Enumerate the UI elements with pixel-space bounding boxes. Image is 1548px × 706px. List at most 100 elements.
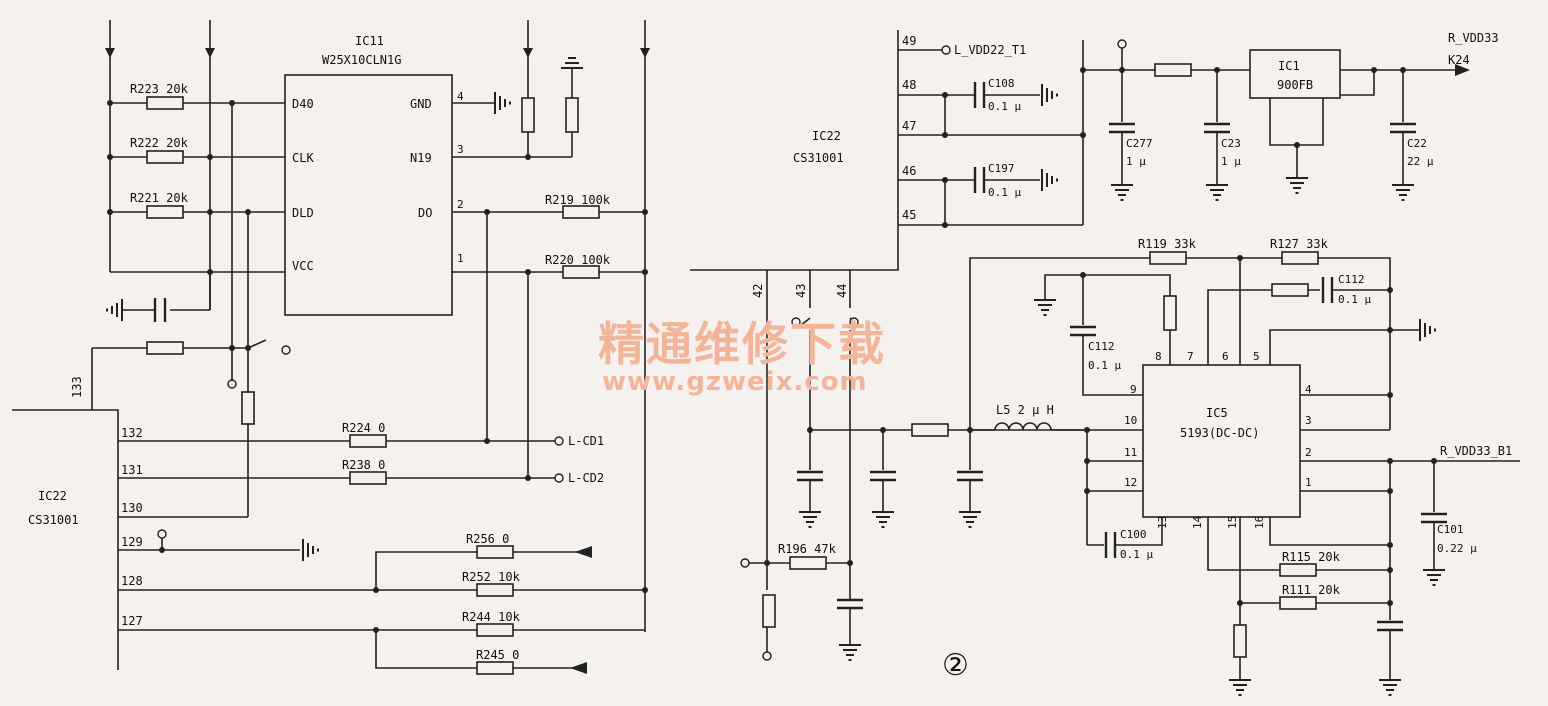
r245-label: R245 0: [476, 648, 519, 662]
net-r-vdd33: R_VDD33: [1448, 31, 1499, 45]
pin-130: 130: [121, 501, 143, 515]
resistor-r219: [562, 205, 600, 219]
c112b-name: C112: [1338, 273, 1365, 286]
r220-label: R220 100k: [545, 253, 611, 267]
ground-icon: [1378, 679, 1402, 696]
net-k24: K24: [1448, 53, 1470, 67]
c101-value: 0.22 μ: [1437, 542, 1477, 555]
ic5-pin-8: 8: [1155, 350, 1162, 363]
r196-label: R196 47k: [778, 542, 837, 556]
resistor-r111: [1279, 596, 1317, 610]
resistor-r221: [146, 205, 184, 219]
ic5-pin-9: 9: [1130, 383, 1137, 396]
resistor-n19-a: [521, 97, 535, 133]
ic11-pin-gnd: GND: [410, 97, 432, 111]
ic5-pin-6: 6: [1222, 350, 1229, 363]
net-r-vdd33-b1: R_VDD33_B1: [1440, 444, 1512, 458]
resistor-pin7: [1271, 283, 1309, 297]
ground-icon: [106, 298, 123, 322]
net-l-cd1: L-CD1: [568, 434, 604, 448]
pin-43: 43: [794, 284, 808, 298]
ic11-pin-d40: D40: [292, 97, 314, 111]
c100-value: 0.1 μ: [1120, 548, 1153, 561]
c108-value: 0.1 μ: [988, 100, 1021, 113]
ic5-box: [1142, 364, 1301, 518]
inductor-l5: [994, 422, 1052, 431]
c277-name: C277: [1126, 137, 1153, 150]
ground-icon: [871, 511, 895, 528]
r221-label: R221 20k: [130, 191, 189, 205]
resistor-r196: [789, 556, 827, 570]
net-l-vdd22: L_VDD22_T1: [954, 43, 1026, 57]
r219-label: R219 100k: [545, 193, 611, 207]
r223-label: R223 20k: [130, 82, 189, 96]
ic5-name: IC5: [1206, 406, 1228, 420]
ic5-pin-4: 4: [1305, 383, 1312, 396]
c23-name: C23: [1221, 137, 1241, 150]
ic5-pin-16: 16: [1253, 516, 1266, 529]
resistor-r196-down: [762, 594, 776, 628]
ic22-top-part: CS31001: [793, 151, 844, 165]
ground-icon: [1422, 569, 1446, 586]
r224-label: R224 0: [342, 421, 385, 435]
r111-label: R111 20k: [1282, 583, 1341, 597]
resistor-input: [911, 423, 949, 437]
resistor-r222: [146, 150, 184, 164]
r222-label: R222 20k: [130, 136, 189, 150]
ic11-name: IC11: [355, 34, 384, 48]
c197-value: 0.1 μ: [988, 186, 1021, 199]
ground-icon: [1285, 177, 1309, 194]
ic1-part: 900FB: [1277, 78, 1313, 92]
ic11-pin-dld: DLD: [292, 206, 314, 220]
net-l-cd2: L-CD2: [568, 471, 604, 485]
ic5-pin-7: 7: [1187, 350, 1194, 363]
ic1-box: [1249, 49, 1341, 99]
ic5-pin-5: 5: [1253, 350, 1260, 363]
r127-label: R127 33k: [1270, 237, 1329, 251]
ic11-pin-n19: N19: [410, 151, 432, 165]
ic11-box: [284, 74, 453, 316]
c112a-name: C112: [1088, 340, 1115, 353]
ic11-pinno-4: 4: [457, 90, 464, 103]
ground-icon: [1205, 184, 1229, 201]
ic22-left-pin-133: 133: [70, 376, 84, 398]
c112b-value: 0.1 μ: [1338, 293, 1371, 306]
ground-icon: [1041, 168, 1058, 192]
resistor-pin15-ground: [1233, 624, 1247, 658]
resistor-r245: [476, 661, 514, 675]
resistor-r256: [476, 545, 514, 559]
c23-value: 1 μ: [1221, 155, 1241, 168]
arrow-down-icon: [523, 48, 533, 58]
resistor-r127: [1281, 251, 1319, 265]
r115-label: R115 20k: [1282, 550, 1341, 564]
resistor-n19-b: [565, 97, 579, 133]
ic5-pin-3: 3: [1305, 414, 1312, 427]
r119-label: R119 33k: [1138, 237, 1197, 251]
ground-icon: [1419, 318, 1436, 342]
resistor-r252: [476, 583, 514, 597]
pin-49: 49: [902, 34, 916, 48]
c101-name: C101: [1437, 523, 1464, 536]
figure-number: ②: [942, 648, 969, 683]
ground-icon: [1041, 83, 1058, 107]
r252-label: R252 10k: [462, 570, 521, 584]
c22-value: 22 μ: [1407, 155, 1434, 168]
r256-label: R256 0: [466, 532, 509, 546]
ic22-left-part: CS31001: [28, 513, 79, 527]
pin-45: 45: [902, 208, 916, 222]
ic22-top-name: IC22: [812, 129, 841, 143]
c100-name: C100: [1120, 528, 1147, 541]
ground-icon: [838, 644, 862, 661]
pin-127: 127: [121, 614, 143, 628]
c22-name: C22: [1407, 137, 1427, 150]
r238-label: R238 0: [342, 458, 385, 472]
ic22-left-name: IC22: [38, 489, 67, 503]
resistor-r115: [1279, 563, 1317, 577]
ground-icon: [560, 57, 584, 69]
watermark-title: 精通维修下载: [598, 317, 886, 371]
c277-value: 1 μ: [1126, 155, 1146, 168]
ground-icon: [798, 511, 822, 528]
pin-42: 42: [751, 284, 765, 298]
resistor-133: [146, 341, 184, 355]
